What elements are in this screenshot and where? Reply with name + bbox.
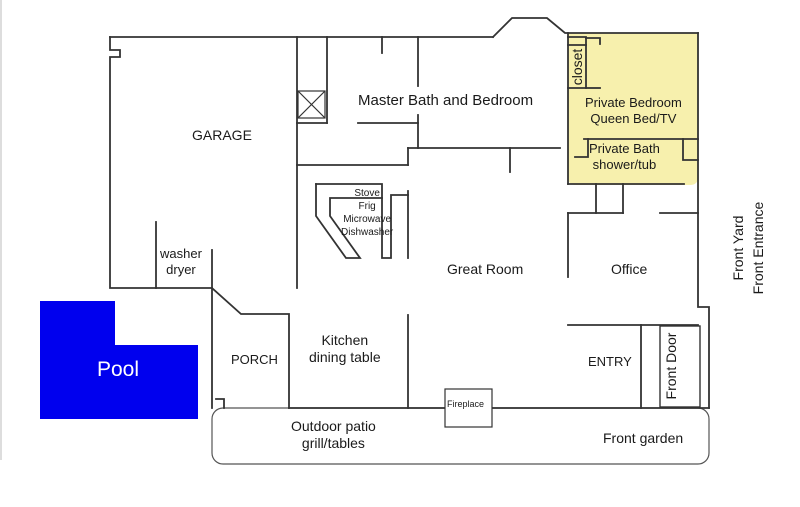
kitchen-line: Kitchen	[321, 332, 369, 348]
bath-wall	[574, 138, 589, 158]
patio-line: grill/tables	[301, 435, 365, 452]
laundry-line: dryer	[166, 261, 196, 277]
label-appliances: Stove Frig Microwave Dishwasher	[341, 187, 393, 239]
outer-wall	[697, 32, 710, 409]
label-patio: Outdoor patio grill/tables	[291, 418, 376, 452]
laundry-line: washer	[160, 246, 202, 261]
label-front-door: Front Door	[663, 332, 679, 400]
kitchen-counter	[315, 183, 409, 259]
private-bedroom-line: Private Bedroom	[585, 95, 682, 110]
label-front-yard: Front Yard	[730, 215, 746, 281]
outer-wall	[109, 36, 213, 409]
appliance-item: Dishwasher	[341, 227, 394, 238]
kitchen-line: dining table	[309, 349, 381, 366]
private-bath-line: Private Bath	[589, 141, 660, 156]
skylight-x-box	[297, 90, 326, 119]
patio-line: Outdoor patio	[291, 418, 376, 434]
label-master-bath-bedroom: Master Bath and Bedroom	[358, 92, 534, 109]
appliance-item: Stove	[354, 188, 380, 199]
label-closet: closet	[569, 48, 585, 86]
private-bath-line: shower/tub	[592, 156, 657, 172]
front-door-frame	[659, 325, 701, 408]
porch-wall	[215, 398, 225, 409]
porch-wall	[210, 286, 290, 409]
label-private-bedroom: Private Bedroom Queen Bed/TV	[585, 95, 682, 127]
label-porch: PORCH	[231, 352, 278, 367]
label-great-room: Great Room	[447, 261, 524, 277]
label-private-bath: Private Bath shower/tub	[589, 141, 660, 173]
private-suite-highlight	[568, 33, 698, 185]
label-office: Office	[611, 261, 648, 277]
bay-window-wall	[491, 17, 699, 39]
private-bedroom-line: Queen Bed/TV	[590, 110, 677, 126]
pool-shape	[40, 301, 198, 419]
fireplace-box	[444, 388, 493, 428]
label-laundry: washer dryer	[160, 246, 202, 278]
label-pool: Pool	[97, 358, 140, 381]
label-garage: GARAGE	[192, 127, 252, 143]
label-front-garden: Front garden	[603, 430, 684, 446]
appliance-item: Microwave	[343, 214, 392, 225]
label-kitchen: Kitchen dining table	[309, 332, 381, 366]
bath-wall	[682, 138, 699, 161]
closet-wall	[585, 37, 601, 45]
appliance-item: Frig	[358, 201, 376, 212]
closet-wall	[567, 36, 587, 89]
label-entry: ENTRY	[588, 354, 632, 369]
kitchen-counter	[315, 183, 383, 259]
label-fireplace: Fireplace	[447, 399, 485, 409]
label-front-entrance: Front Entrance	[750, 201, 766, 295]
